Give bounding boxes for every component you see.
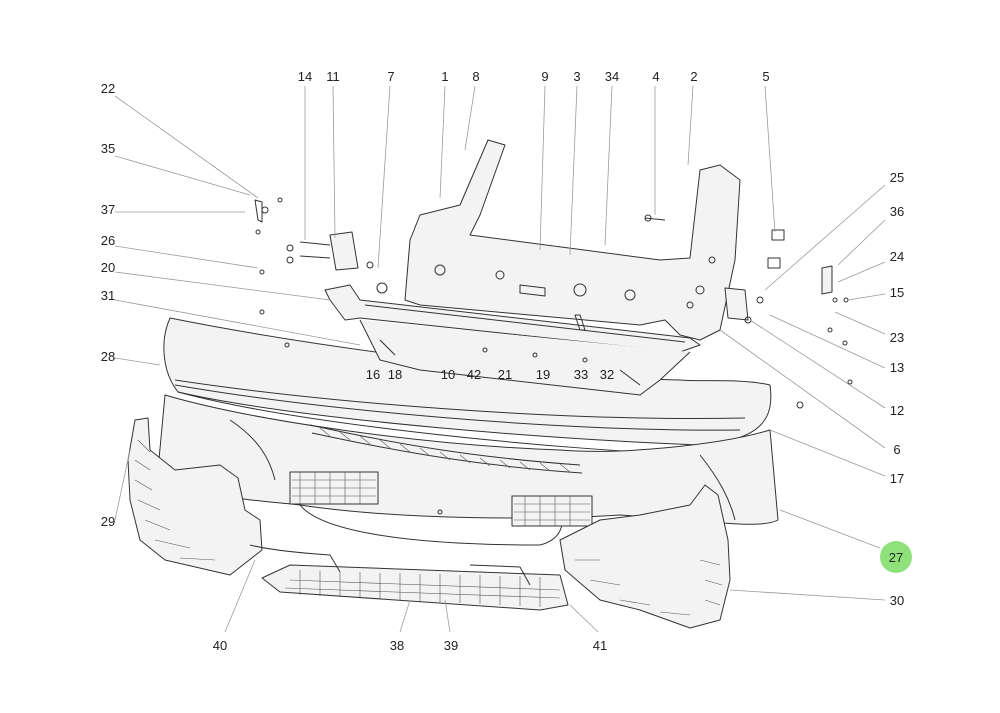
callout-38[interactable]: 38	[390, 638, 404, 653]
callout-10[interactable]: 10	[441, 367, 455, 382]
callout-19[interactable]: 19	[536, 367, 550, 382]
cross-member	[324, 284, 701, 396]
callout-14[interactable]: 14	[298, 69, 312, 84]
callout-6[interactable]: 6	[893, 442, 900, 457]
callout-41[interactable]: 41	[593, 638, 607, 653]
callout-22[interactable]: 22	[101, 81, 115, 96]
callout-5[interactable]: 5	[762, 69, 769, 84]
callout-11[interactable]: 11	[326, 69, 340, 84]
callout-25[interactable]: 25	[890, 170, 904, 185]
callout-23[interactable]: 23	[890, 330, 904, 345]
callout-21[interactable]: 21	[498, 367, 512, 382]
callout-29[interactable]: 29	[101, 514, 115, 529]
callout-20[interactable]: 20	[101, 260, 115, 275]
callout-13[interactable]: 13	[890, 360, 904, 375]
callout-16[interactable]: 16	[366, 367, 380, 382]
callout-12[interactable]: 12	[890, 403, 904, 418]
callouts: 14 11 7 1 8 9 3 34 4 2 5 22 35 37 26 20 …	[101, 69, 904, 653]
callout-31[interactable]: 31	[101, 288, 115, 303]
callout-39[interactable]: 39	[444, 638, 458, 653]
bumper-cover	[157, 317, 779, 546]
callout-40[interactable]: 40	[213, 638, 227, 653]
callout-3[interactable]: 3	[573, 69, 580, 84]
callout-27-highlight	[880, 541, 912, 573]
callout-42[interactable]: 42	[467, 367, 481, 382]
leader-lines	[114, 85, 886, 633]
callout-37[interactable]: 37	[101, 202, 115, 217]
callout-2[interactable]: 2	[690, 69, 697, 84]
callout-18[interactable]: 18	[388, 367, 402, 382]
callout-36[interactable]: 36	[890, 204, 904, 219]
callout-32[interactable]: 32	[600, 367, 614, 382]
callout-30[interactable]: 30	[890, 593, 904, 608]
callout-33[interactable]: 33	[574, 367, 588, 382]
callout-7[interactable]: 7	[387, 69, 394, 84]
callout-28[interactable]: 28	[101, 349, 115, 364]
callout-24[interactable]: 24	[890, 249, 904, 264]
callout-27[interactable]: 27	[889, 550, 903, 565]
hardware-fasteners	[254, 197, 853, 515]
callout-15[interactable]: 15	[890, 285, 904, 300]
upper-bracket-frame	[404, 139, 741, 341]
callout-4[interactable]: 4	[652, 69, 659, 84]
lower-brackets	[127, 417, 731, 629]
callout-8[interactable]: 8	[472, 69, 479, 84]
callout-17[interactable]: 17	[890, 471, 904, 486]
callout-26[interactable]: 26	[101, 233, 115, 248]
callout-35[interactable]: 35	[101, 141, 115, 156]
lower-grille	[249, 544, 569, 611]
callout-9[interactable]: 9	[541, 69, 548, 84]
callout-34[interactable]: 34	[605, 69, 619, 84]
callout-1[interactable]: 1	[441, 69, 448, 84]
